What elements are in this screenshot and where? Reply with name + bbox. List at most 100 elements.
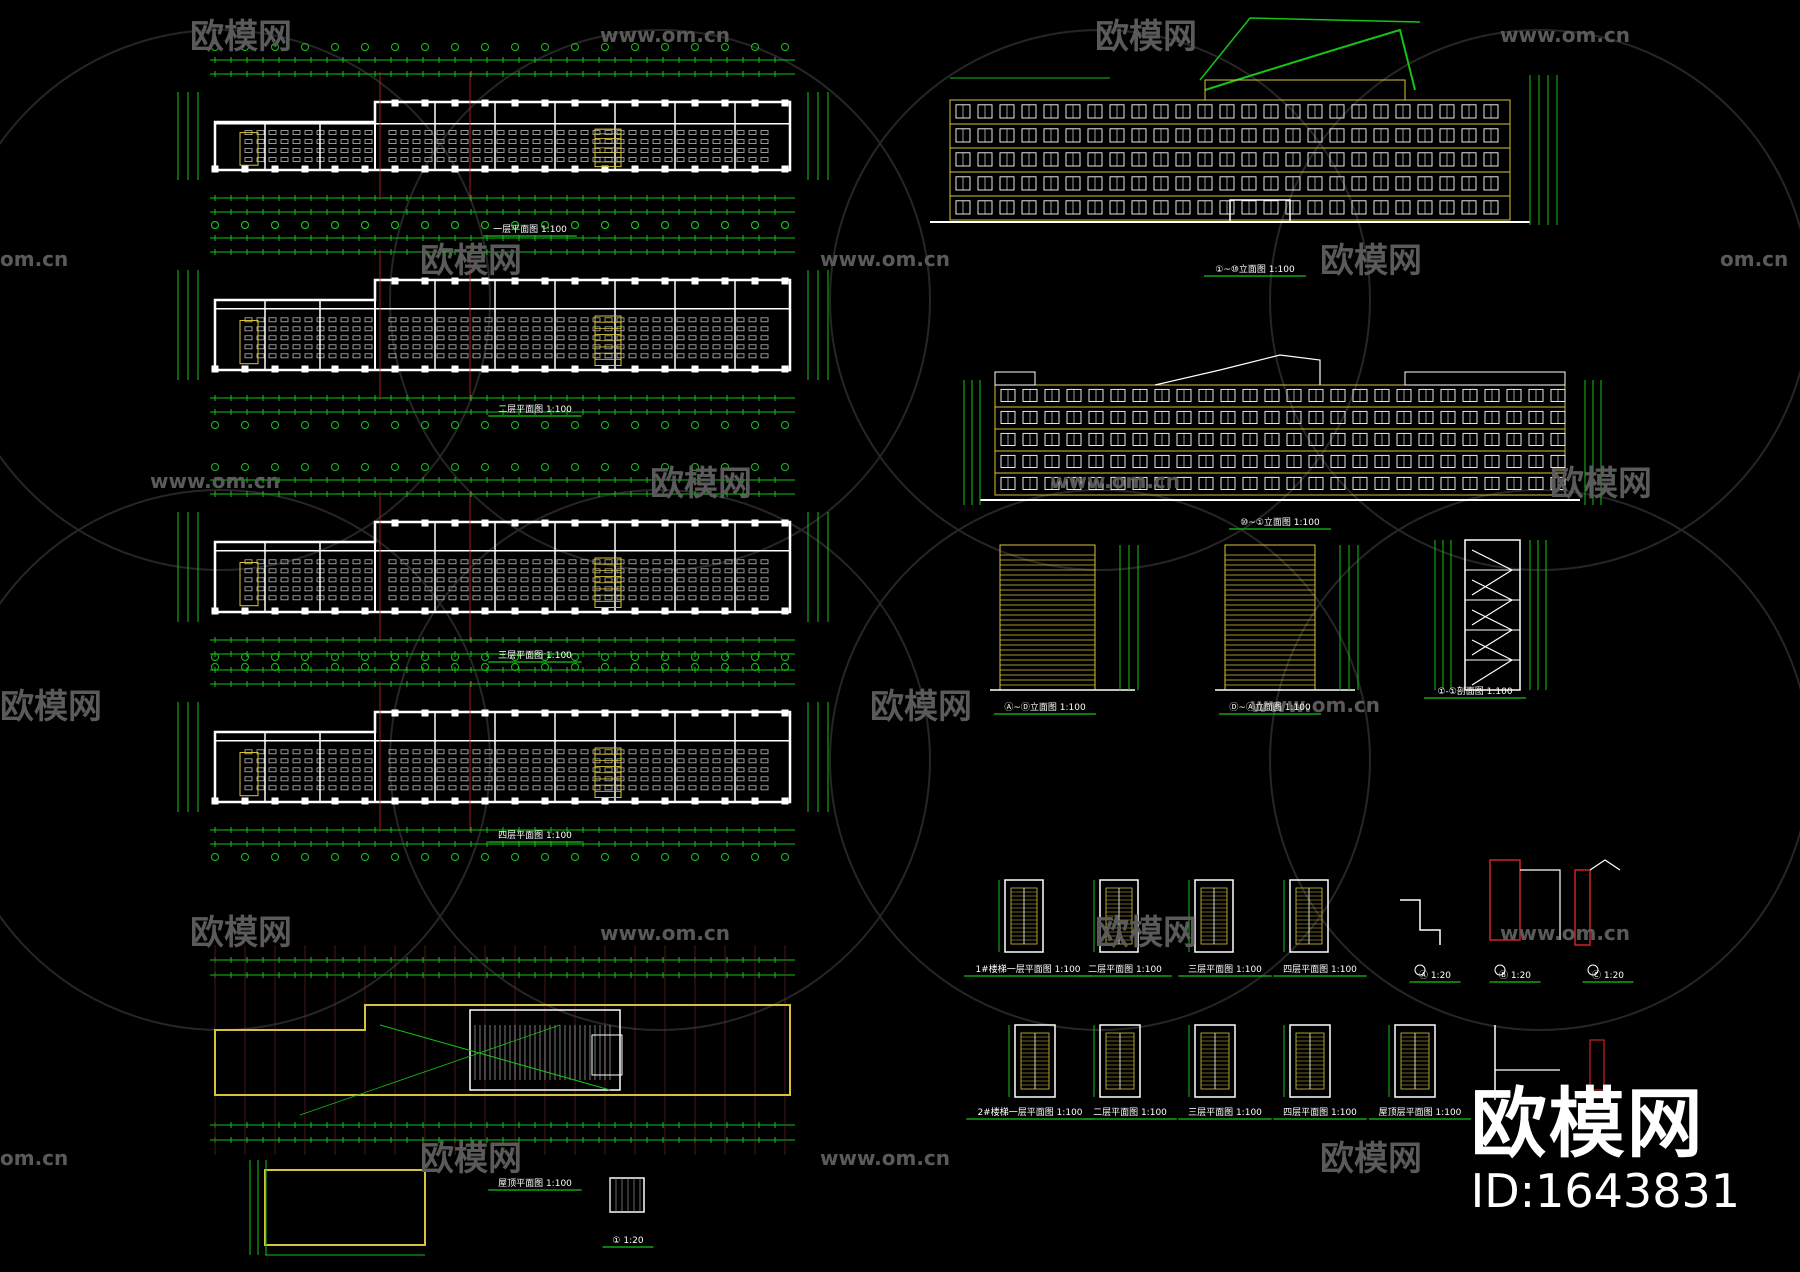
axis-bubble [391, 421, 399, 429]
desk [508, 148, 517, 153]
desk [724, 344, 733, 350]
column [721, 607, 729, 615]
desk [400, 595, 409, 601]
desk [628, 586, 637, 592]
desk [724, 139, 733, 144]
model-id: ID:1643831 [1470, 1164, 1740, 1219]
desk [340, 559, 349, 565]
desk [640, 568, 649, 574]
desk [352, 595, 361, 601]
desk [532, 326, 541, 332]
roof-pavilion [1204, 79, 1406, 101]
axis-bubble [361, 463, 369, 471]
axis-bubble [211, 853, 219, 861]
desk [676, 595, 685, 601]
roof-plan [210, 945, 795, 1256]
desk [592, 767, 601, 773]
column [571, 365, 579, 373]
column [421, 277, 429, 285]
desk [268, 157, 277, 162]
column [541, 277, 549, 285]
desk [256, 157, 265, 162]
column [271, 165, 279, 173]
desk [676, 749, 685, 755]
column [421, 99, 429, 107]
exterior-wall [213, 100, 792, 172]
desk [544, 148, 553, 153]
desk [352, 785, 361, 791]
desk [496, 785, 505, 791]
desk [556, 559, 565, 565]
axis-bubble [421, 853, 429, 861]
column [481, 709, 489, 717]
desk [256, 758, 265, 764]
desk [364, 335, 373, 341]
desk [712, 767, 721, 773]
desk [460, 335, 469, 341]
desk [400, 139, 409, 144]
desk [448, 148, 457, 153]
axis-bubble [661, 221, 669, 229]
desk [664, 568, 673, 574]
desk [520, 326, 529, 332]
desk [520, 758, 529, 764]
desk [544, 595, 553, 601]
desk [688, 559, 697, 565]
axis-bubble [211, 43, 219, 51]
desk [760, 767, 769, 773]
desk [484, 586, 493, 592]
desk [688, 157, 697, 162]
desk [280, 586, 289, 592]
desk [292, 326, 301, 332]
desk [712, 344, 721, 350]
title-section-1: ①-①剖面图 1:100 [1437, 685, 1512, 697]
desk [568, 157, 577, 162]
desk [412, 130, 421, 135]
axis-bubble [241, 221, 249, 229]
desk [460, 139, 469, 144]
desk [652, 157, 661, 162]
desk [268, 776, 277, 782]
desk [508, 157, 517, 162]
desk [580, 157, 589, 162]
desk [592, 148, 601, 153]
stair-well [1014, 1024, 1056, 1098]
desk [700, 595, 709, 601]
title-side-elevation-a: Ⓐ~Ⓓ立面图 1:100 [1004, 701, 1086, 713]
desk [280, 344, 289, 350]
desk [580, 344, 589, 350]
floor-plans-column [177, 43, 829, 1256]
axis-bubble [571, 663, 579, 671]
desk [760, 344, 769, 350]
column [541, 165, 549, 173]
column [511, 709, 519, 717]
axis-bubble [751, 853, 759, 861]
stair-flight [1471, 579, 1513, 601]
desk [544, 776, 553, 782]
elevations-area [930, 17, 1602, 691]
desk [280, 749, 289, 755]
desk [448, 767, 457, 773]
column [241, 365, 249, 373]
desk [412, 353, 421, 359]
column [631, 165, 639, 173]
column [451, 365, 459, 373]
column [631, 277, 639, 285]
title-plan-2: 二层平面图 1:100 [498, 404, 572, 415]
column [571, 709, 579, 717]
desk [268, 749, 277, 755]
desk [256, 568, 265, 574]
desk [340, 767, 349, 773]
desk [496, 577, 505, 583]
main-entrance [1229, 199, 1291, 223]
desk [568, 139, 577, 144]
axis-bubble [781, 463, 789, 471]
title-plan-4: 四层平面图 1:100 [498, 830, 572, 841]
desk [328, 758, 337, 764]
desk [244, 577, 253, 583]
desk [664, 776, 673, 782]
desk [496, 568, 505, 574]
axis-bubble [421, 43, 429, 51]
desk [688, 749, 697, 755]
desk [664, 595, 673, 601]
